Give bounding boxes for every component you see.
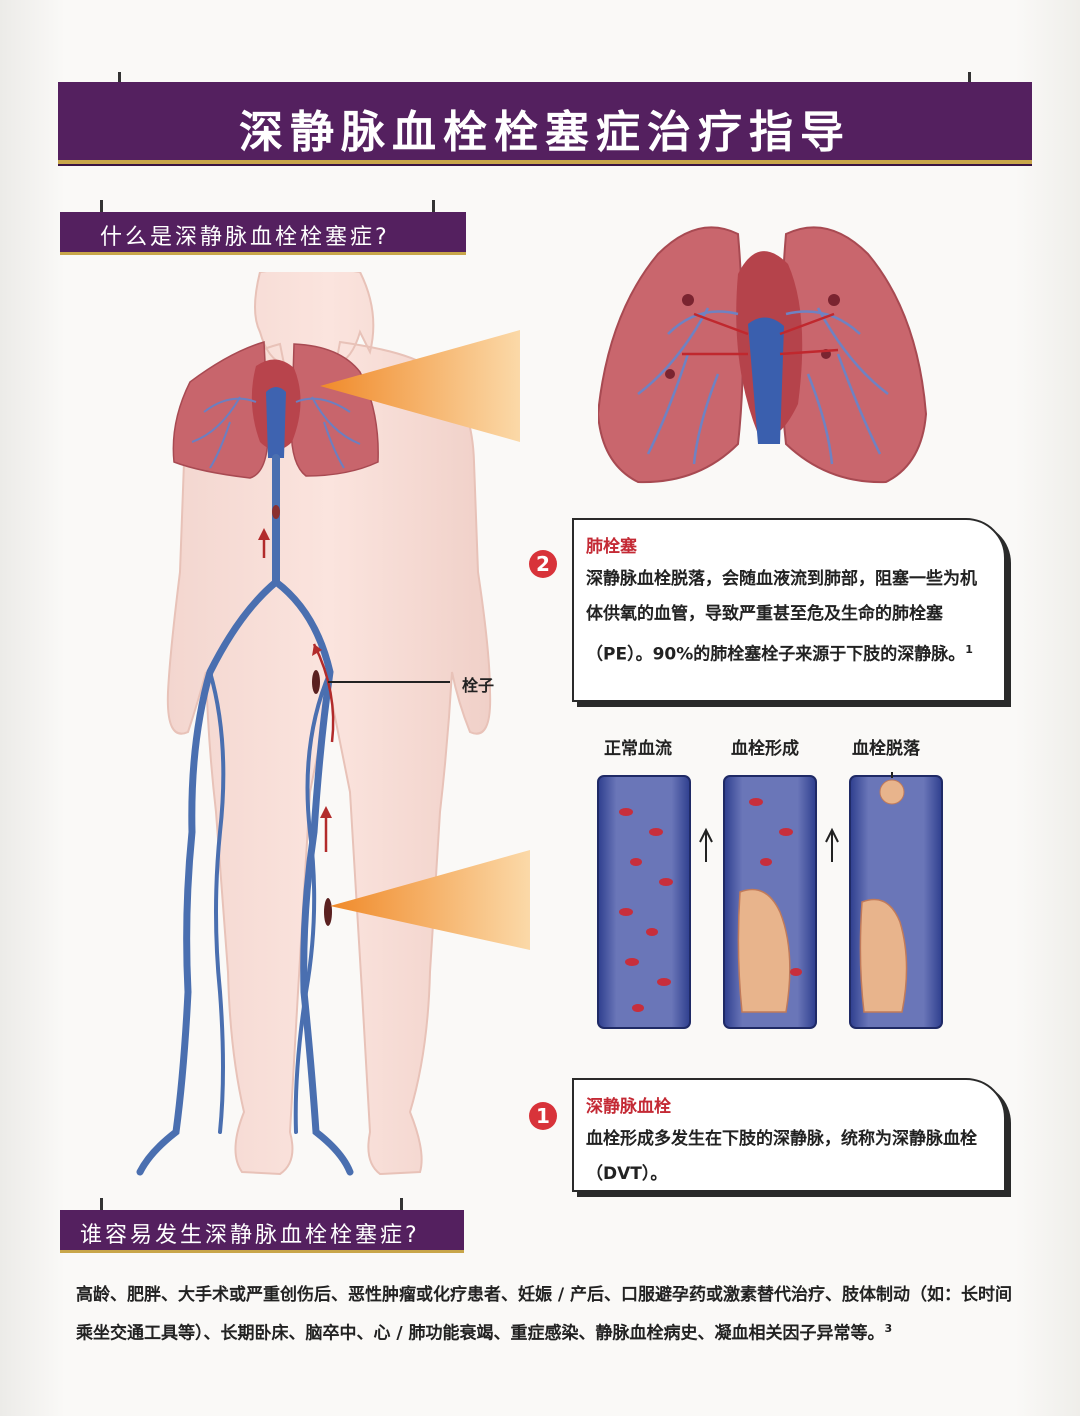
red-cells-normal xyxy=(619,808,673,1012)
right-lung xyxy=(780,226,928,484)
zoom-beam-upper xyxy=(320,330,520,442)
leg-veins xyxy=(136,454,354,1176)
risk-factors-text: 高龄、肥胖、大手术或严重创伤后、恶性肿瘤或化疗患者、妊娠 / 产后、口服避孕药或… xyxy=(76,1278,1026,1351)
callout-pulmonary-embolism: 肺栓塞 深静脉血栓脱落，会随血液流到肺部，阻塞一些为机体供氧的血管，导致严重甚至… xyxy=(572,518,1006,702)
vessel-label-detachment: 血栓脱落 xyxy=(852,739,920,759)
vena-cava xyxy=(748,317,784,444)
lungs-illustration xyxy=(598,226,928,484)
progress-arrow xyxy=(699,827,713,862)
callout-dvt: 深静脉血栓 血栓形成多发生在下肢的深静脉，统称为深静脉血栓（DVT）。 xyxy=(572,1078,1006,1192)
section-who-header: 谁容易发生深静脉血栓栓塞症? xyxy=(60,1198,464,1253)
flow-arrowheads xyxy=(258,528,332,818)
vessel-diagrams xyxy=(597,772,943,1029)
callout-number-2: 2 xyxy=(529,550,557,578)
risk-text-body: 高龄、肥胖、大手术或严重创伤后、恶性肿瘤或化疗患者、妊娠 / 产后、口服避孕药或… xyxy=(76,1285,1013,1344)
lung-vessels-small xyxy=(191,396,361,469)
clot-marker xyxy=(312,670,320,694)
section-what-title: 什么是深静脉血栓栓塞症? xyxy=(100,225,390,250)
header-tick xyxy=(100,1198,103,1210)
title-banner: 深静脉血栓栓塞症治疗指导 xyxy=(58,72,1032,164)
banner-tick xyxy=(118,72,121,82)
left-lung xyxy=(598,226,744,484)
thrombus-remaining xyxy=(859,898,908,1013)
header-tick xyxy=(400,1198,403,1210)
page-title: 深静脉血栓栓塞症治疗指导 xyxy=(239,107,851,158)
header-tick xyxy=(100,200,103,212)
dvt-text: 血栓形成多发生在下肢的深静脉，统称为深静脉血栓（DVT）。 xyxy=(586,1129,977,1184)
pe-text-body: 深静脉血栓脱落，会随血液流到肺部，阻塞一些为机体供氧的血管，导致严重甚至危及生命… xyxy=(586,569,977,665)
embolus-label: 栓子 xyxy=(462,676,495,695)
lung-vessels xyxy=(637,307,889,465)
pe-ref: 1 xyxy=(965,643,973,656)
detached-embolus xyxy=(879,779,905,805)
vessel-normal xyxy=(597,775,691,1029)
section-who-title: 谁容易发生深静脉血栓栓塞症? xyxy=(80,1223,420,1248)
clot-marker xyxy=(324,898,332,926)
callout-number-1: 1 xyxy=(529,1102,557,1130)
section-what-header: 什么是深静脉血栓栓塞症? xyxy=(60,200,466,255)
risk-ref: 3 xyxy=(884,1322,893,1335)
header-tick xyxy=(432,200,435,212)
pe-text: 深静脉血栓脱落，会随血液流到肺部，阻塞一些为机体供氧的血管，导致严重甚至危及生命… xyxy=(586,562,990,673)
pe-arrows xyxy=(682,312,839,356)
left-lung-small xyxy=(172,341,269,479)
red-cells-thrombus xyxy=(749,798,802,976)
thrombus-mass xyxy=(737,888,791,1013)
banner-tick xyxy=(968,72,971,82)
vessel-label-formation: 血栓形成 xyxy=(731,739,799,759)
zoom-beam-lower xyxy=(330,850,530,950)
vessel-label-normal: 正常血流 xyxy=(604,739,672,759)
progress-arrow xyxy=(825,827,839,862)
vena-cava-small xyxy=(266,387,286,458)
pe-heading: 肺栓塞 xyxy=(586,537,637,557)
dvt-heading: 深静脉血栓 xyxy=(586,1097,671,1117)
clot-marker xyxy=(272,505,280,519)
